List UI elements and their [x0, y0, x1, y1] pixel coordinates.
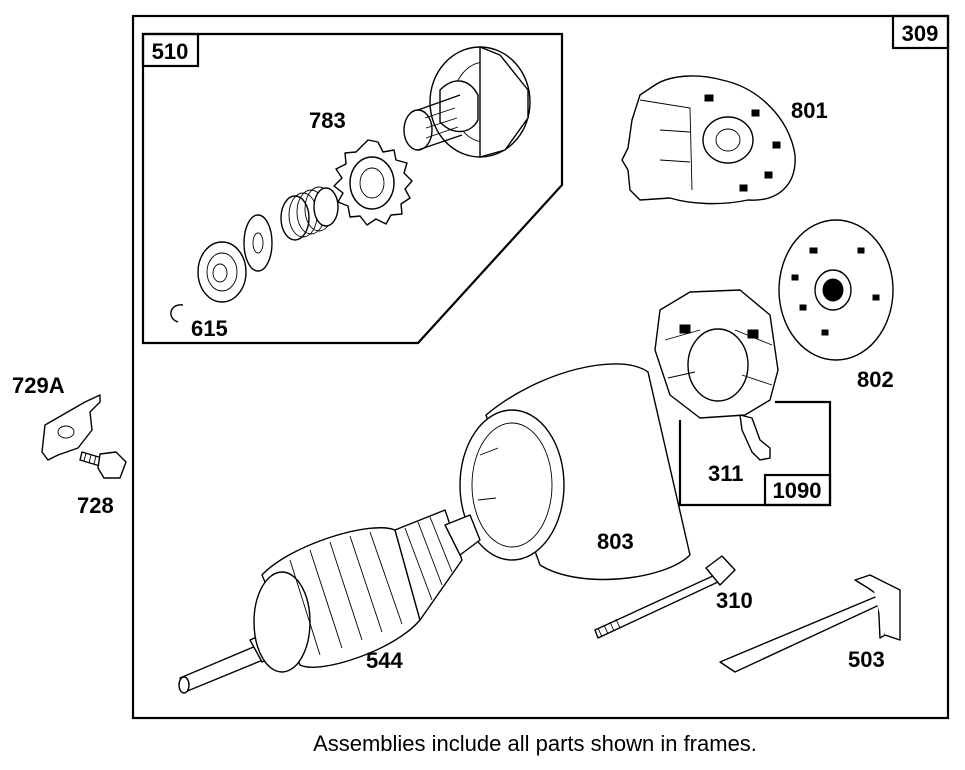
through-bolt	[594, 555, 736, 639]
gear-kit-frame	[141, 32, 564, 345]
screw	[79, 451, 127, 479]
end-cap	[621, 75, 796, 205]
collar	[197, 241, 247, 303]
brush-frame-label: 1090	[773, 478, 822, 503]
spring	[280, 186, 339, 241]
housing-label: 803	[597, 529, 634, 554]
gear-kit-frame-label-box	[141, 32, 200, 68]
end-cap-label: 801	[791, 98, 828, 123]
retaining-ring	[170, 304, 184, 323]
bracket-729a-label: 729A	[12, 373, 65, 398]
bracket-503	[719, 574, 901, 673]
brush-holder-label: 311	[708, 461, 744, 486]
screw-label: 728	[77, 493, 114, 518]
gear-kit-frame-label: 510	[152, 39, 189, 64]
caption: Assemblies include all parts shown in fr…	[313, 731, 757, 756]
armature-label: 544	[366, 648, 403, 673]
brush-frame-label-box	[763, 473, 832, 507]
outer-frame-label-box	[891, 14, 950, 50]
armature	[178, 509, 481, 694]
retaining-ring-label: 615	[191, 316, 228, 341]
outer-frame-label: 309	[902, 21, 939, 46]
housing	[459, 363, 691, 581]
end-plate-label: 802	[857, 367, 894, 392]
pinion-gear-label: 783	[309, 108, 346, 133]
drive-assembly	[403, 46, 531, 158]
through-bolt-label: 310	[716, 588, 753, 613]
washer	[243, 214, 273, 272]
bracket-729a	[41, 394, 101, 461]
brush-holder	[654, 289, 779, 461]
end-plate	[778, 219, 894, 361]
bracket-503-label: 503	[848, 647, 885, 672]
outer-frame	[131, 14, 950, 720]
pinion-gear	[333, 139, 413, 226]
